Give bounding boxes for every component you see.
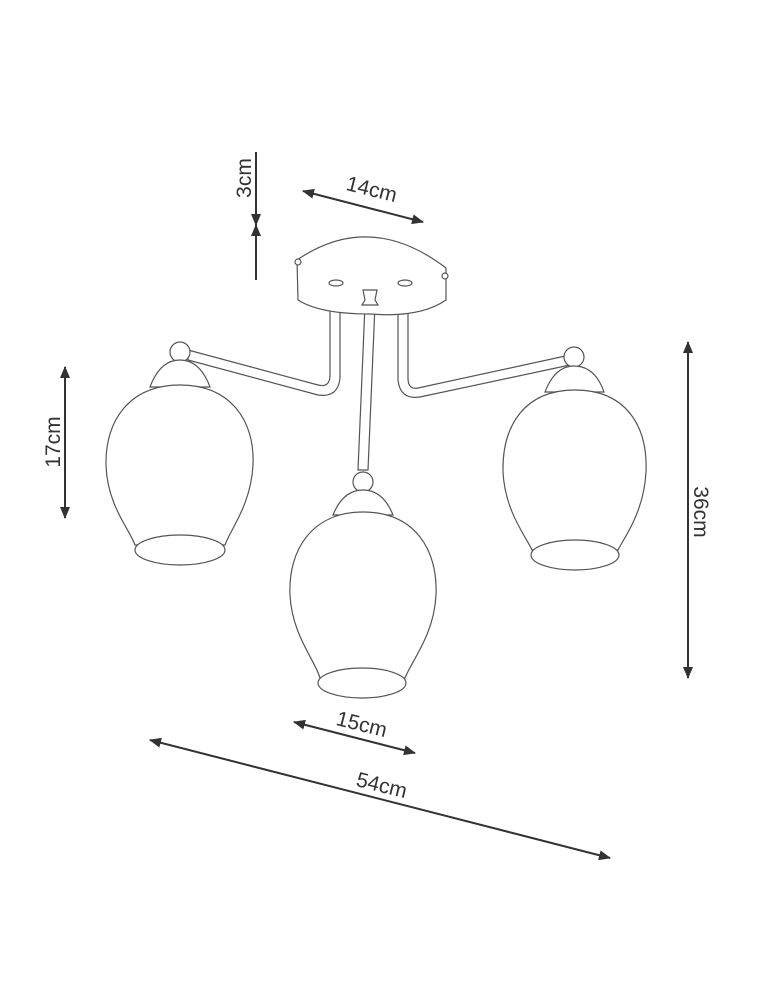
- center-rod: [357, 304, 376, 471]
- label-canopy-height: 3cm: [233, 158, 256, 198]
- label-canopy-diameter: 14cm: [344, 172, 399, 207]
- dimension-canopy-diameter: 14cm: [302, 172, 424, 225]
- middle-shade: [289, 471, 437, 699]
- dimension-total-height: 36cm: [683, 341, 712, 679]
- dimension-total-width: 54cm: [149, 737, 611, 861]
- dimension-shade-height: 17cm: [42, 366, 70, 519]
- right-shade: [502, 346, 647, 571]
- label-total-height: 36cm: [689, 486, 712, 537]
- label-shade-height: 17cm: [42, 416, 65, 467]
- left-shade: [105, 341, 254, 566]
- canopy: [294, 236, 449, 316]
- dimension-canopy-height: 3cm: [233, 152, 261, 280]
- label-shade-diameter: 15cm: [334, 707, 389, 742]
- label-total-width: 54cm: [354, 768, 409, 803]
- dimension-shade-diameter: 15cm: [293, 707, 416, 756]
- lamp-drawing: [105, 236, 647, 699]
